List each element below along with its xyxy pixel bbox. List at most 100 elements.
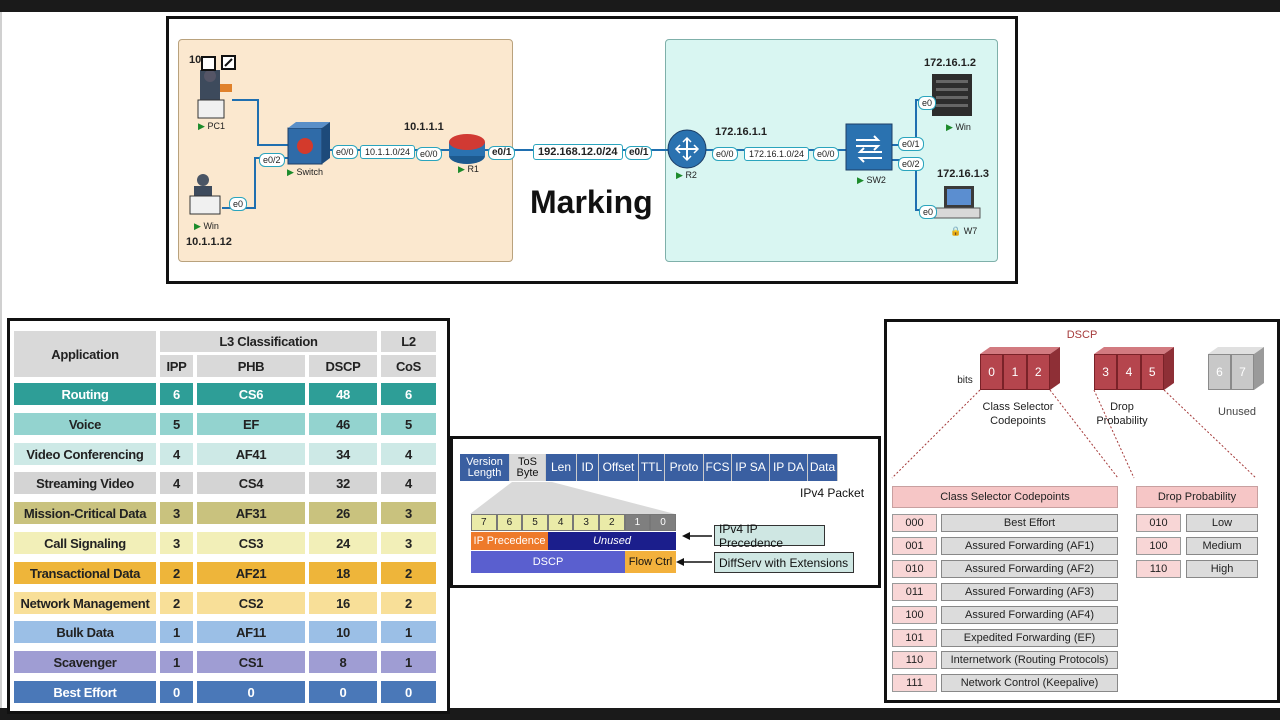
table-cell-cos: 0 — [381, 681, 436, 703]
table-cell-phb: CS6 — [197, 383, 305, 405]
switch-label: ▶ Switch — [287, 167, 323, 177]
table-cell-phb: CS3 — [197, 532, 305, 554]
ipv4-field: Len — [546, 454, 577, 481]
table-cell-app: Video Conferencing — [14, 443, 156, 465]
table-cell-app: Routing — [14, 383, 156, 405]
class-selector-name: Assured Forwarding (AF2) — [941, 560, 1118, 578]
ipv4-tos-expansion — [470, 482, 712, 566]
table-cell-dscp: 10 — [309, 621, 377, 643]
class-selector-name: Assured Forwarding (AF3) — [941, 583, 1118, 601]
table-cell-app: Best Effort — [14, 681, 156, 703]
w7-label: 🔒 W7 — [950, 226, 978, 236]
class-selector-name: Network Control (Keepalive) — [941, 674, 1118, 692]
dscp-panel-title: DSCP — [1066, 329, 1098, 341]
pc1-icon — [197, 70, 232, 119]
dscp-bar: DSCP — [471, 551, 625, 573]
class-selector-code: 110 — [892, 651, 937, 669]
table-cell-cos: 3 — [381, 502, 436, 524]
class-selector-code: 001 — [892, 537, 937, 555]
table-cell-dscp: 34 — [309, 443, 377, 465]
ipv4-packet-label: IPv4 Packet — [800, 486, 865, 500]
ipv4-field: Offset — [599, 454, 639, 481]
table-cell-dscp: 18 — [309, 562, 377, 584]
drop-probability-bit: 3 — [1094, 354, 1118, 390]
table-cell-ipp: 3 — [160, 502, 193, 524]
table-cell-dscp: 24 — [309, 532, 377, 554]
dscp-cube-shadows — [891, 347, 1264, 479]
win-left-label: ▶ Win — [194, 221, 219, 231]
ipv4-field: ToS Byte — [510, 454, 546, 481]
ip-precedence-bar: IP Precedence — [471, 532, 548, 550]
tos-bit: 1 — [624, 514, 651, 531]
r1-label: ▶ R1 — [458, 164, 479, 174]
w7-computer-icon — [933, 186, 981, 219]
table-cell-cos: 6 — [381, 383, 436, 405]
top-bar — [0, 0, 1280, 12]
table-cell-ipp: 4 — [160, 443, 193, 465]
table-cell-dscp: 16 — [309, 592, 377, 614]
unused-bit: 7 — [1231, 354, 1254, 390]
table-cell-app: Voice — [14, 413, 156, 435]
table-cell-cos: 4 — [381, 472, 436, 494]
ipv4-field: Version Length — [460, 454, 510, 481]
drop-probability-name: Low — [1186, 514, 1258, 532]
interface-label: e0/1 — [625, 146, 653, 160]
ipv4-field: Proto — [665, 454, 704, 481]
drop-probability-code: 100 — [1136, 537, 1181, 555]
interface-label: e0/0 — [416, 147, 442, 161]
table-cell-dscp: 26 — [309, 502, 377, 524]
interface-label: e0/2 — [898, 157, 924, 171]
left-edge-line — [0, 12, 2, 708]
win-left-host-icon — [189, 174, 221, 215]
class-selector-code: 010 — [892, 560, 937, 578]
diffserv-callout: DiffServ with Extensions — [714, 552, 854, 573]
sw2-switch-icon — [845, 123, 893, 171]
drop-probability-bit: 5 — [1140, 354, 1164, 390]
drop-probability-code: 110 — [1136, 560, 1181, 578]
tos-bit: 7 — [471, 514, 497, 531]
table-cell-app: Mission-Critical Data — [14, 502, 156, 524]
table-cell-cos: 4 — [381, 443, 436, 465]
table-cell-cos: 1 — [381, 621, 436, 643]
drop-probability-name: Medium — [1186, 537, 1258, 555]
win-left-ip-label: 10.1.1.12 — [186, 236, 232, 248]
unused-bit: 6 — [1208, 354, 1231, 390]
table-cell-app: Scavenger — [14, 651, 156, 673]
ipv4-field: TTL — [639, 454, 665, 481]
network-label: 192.168.12.0/24 — [533, 144, 623, 160]
tos-bit: 0 — [650, 514, 676, 531]
table-cell-ipp: 4 — [160, 472, 193, 494]
table-cell-dscp: 0 — [309, 681, 377, 703]
header-cos: CoS — [381, 355, 436, 377]
interface-label: e0 — [229, 197, 248, 211]
network-label: 172.16.1.0/24 — [744, 147, 810, 161]
table-cell-ipp: 2 — [160, 592, 193, 614]
table-cell-dscp: 32 — [309, 472, 377, 494]
unused-caption: Unused — [1218, 406, 1256, 418]
tos-bit: 4 — [547, 514, 574, 531]
interface-label: e0/1 — [898, 137, 924, 151]
table-cell-dscp: 46 — [309, 413, 377, 435]
table-cell-cos: 2 — [381, 592, 436, 614]
table-cell-phb: 0 — [197, 681, 305, 703]
ipv4-field: Data — [808, 454, 838, 481]
interface-label: e0/2 — [259, 153, 285, 167]
header-phb: PHB — [197, 355, 305, 377]
r2-label: ▶ R2 — [676, 170, 697, 180]
r2-ip-label: 172.16.1.1 — [715, 126, 767, 138]
class-selector-bit: 2 — [1026, 354, 1050, 390]
unused-bits-bar: Unused — [548, 532, 676, 550]
header-dscp: DSCP — [309, 355, 377, 377]
monitor-icon — [201, 56, 216, 71]
table-cell-cos: 2 — [381, 562, 436, 584]
table-cell-phb: AF31 — [197, 502, 305, 524]
class-selector-bit: 0 — [980, 354, 1004, 390]
table-cell-phb: CS4 — [197, 472, 305, 494]
table-cell-cos: 1 — [381, 651, 436, 673]
page-title: Marking — [530, 184, 653, 220]
table-cell-dscp: 48 — [309, 383, 377, 405]
table-cell-ipp: 3 — [160, 532, 193, 554]
tos-bit: 6 — [496, 514, 523, 531]
table-cell-app: Call Signaling — [14, 532, 156, 554]
